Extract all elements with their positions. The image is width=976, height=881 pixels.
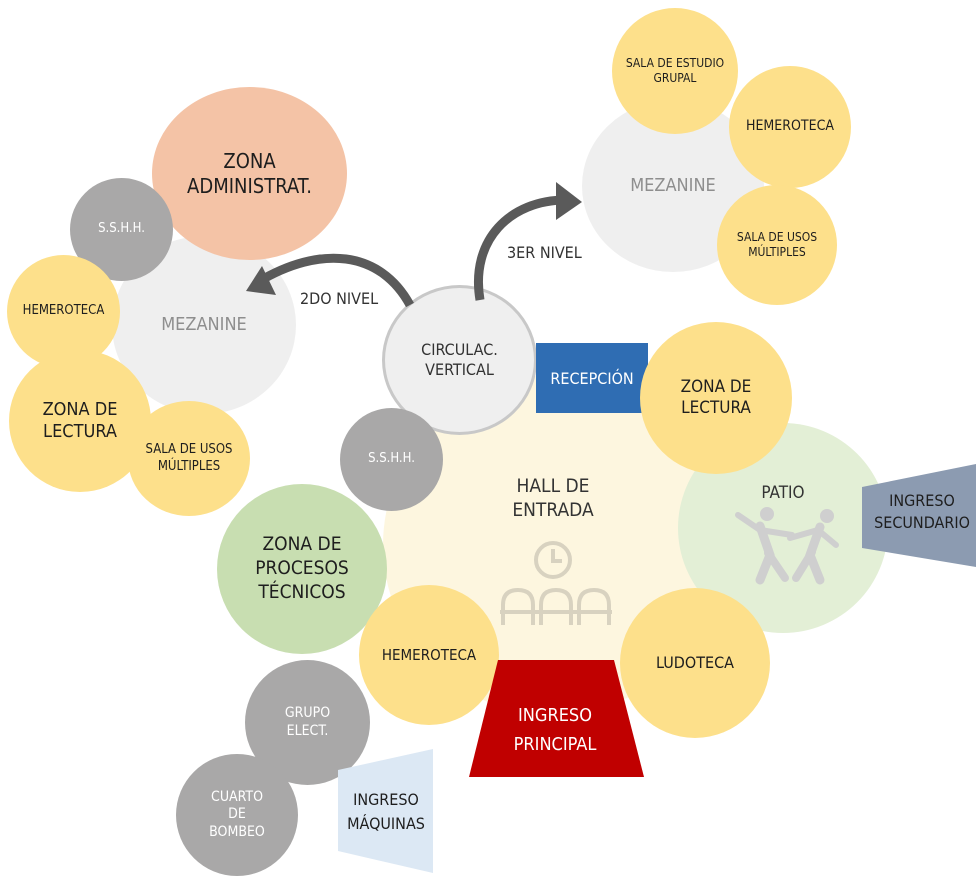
cuarto-bombeo-node: CUARTO DE BOMBEO — [176, 754, 298, 876]
hemeroteca-main-node: HEMEROTECA — [359, 585, 499, 725]
hemeroteca-main-label: HEMEROTECA — [381, 645, 477, 664]
zona-administrat-node: ZONA ADMINISTRAT. — [152, 87, 347, 260]
sala-estudio-grupal-label: SALA DE ESTUDIO GRUPAL — [625, 56, 725, 85]
sala-usos-left-label: SALA DE USOS MÚLTIPLES — [145, 442, 233, 474]
hemeroteca-right-node: HEMEROTECA — [729, 66, 851, 188]
ludoteca-node: LUDOTECA — [620, 588, 770, 738]
hemeroteca-left-node: HEMEROTECA — [7, 255, 120, 368]
ingreso-maquinas-label: INGRESO MÁQUINAS — [347, 790, 425, 833]
recepcion-label: RECEPCIÓN — [550, 368, 634, 388]
segundo-nivel-label: 2DO NIVEL — [300, 289, 379, 308]
mezanine-left-label: MEZANINE — [161, 313, 247, 335]
hemeroteca-left-label: HEMEROTECA — [22, 303, 105, 319]
sala-estudio-grupal-node: SALA DE ESTUDIO GRUPAL — [612, 8, 738, 134]
zona-lectura-left-node: ZONA DE LECTURA — [9, 350, 151, 492]
zona-lectura-main-label: ZONA DE LECTURA — [680, 376, 752, 418]
hall-de-entrada-label: HALL DE ENTRADA — [512, 475, 594, 521]
ingreso-secundario-label: INGRESO SECUNDARIO — [874, 491, 970, 532]
sshh-left-label: S.S.H.H. — [98, 221, 145, 237]
sshh-main-label: S.S.H.H. — [368, 451, 415, 467]
patio-label: PATIO — [761, 483, 805, 503]
recepcion-box: RECEPCIÓN — [536, 343, 648, 413]
cuarto-bombeo-label: CUARTO DE BOMBEO — [209, 788, 265, 840]
zona-procesos-node: ZONA DE PROCESOS TÉCNICOS — [217, 484, 387, 654]
mezanine-right-label: MEZANINE — [630, 174, 716, 196]
zona-administrat-label: ZONA ADMINISTRAT. — [187, 148, 312, 198]
sala-usos-left-node: SALA DE USOS MÚLTIPLES — [128, 401, 250, 516]
ludoteca-label: LUDOTECA — [656, 653, 734, 672]
sshh-main-node: S.S.H.H. — [340, 408, 443, 511]
sala-usos-right-node: SALA DE USOS MÚLTIPLES — [717, 185, 837, 305]
ingreso-principal-label: INGRESO PRINCIPAL — [513, 705, 597, 755]
hemeroteca-right-label: HEMEROTECA — [746, 118, 834, 135]
zona-procesos-label: ZONA DE PROCESOS TÉCNICOS — [255, 533, 349, 603]
circulac-vertical-label: CIRCULAC. VERTICAL — [421, 340, 498, 379]
zona-lectura-left-label: ZONA DE LECTURA — [42, 398, 118, 443]
grupo-elect-label: GRUPO ELECT. — [284, 705, 331, 739]
zona-lectura-main-node: ZONA DE LECTURA — [640, 322, 792, 474]
tercer-nivel-label: 3ER NIVEL — [507, 243, 582, 262]
sala-usos-right-label: SALA DE USOS MÚLTIPLES — [736, 230, 818, 259]
